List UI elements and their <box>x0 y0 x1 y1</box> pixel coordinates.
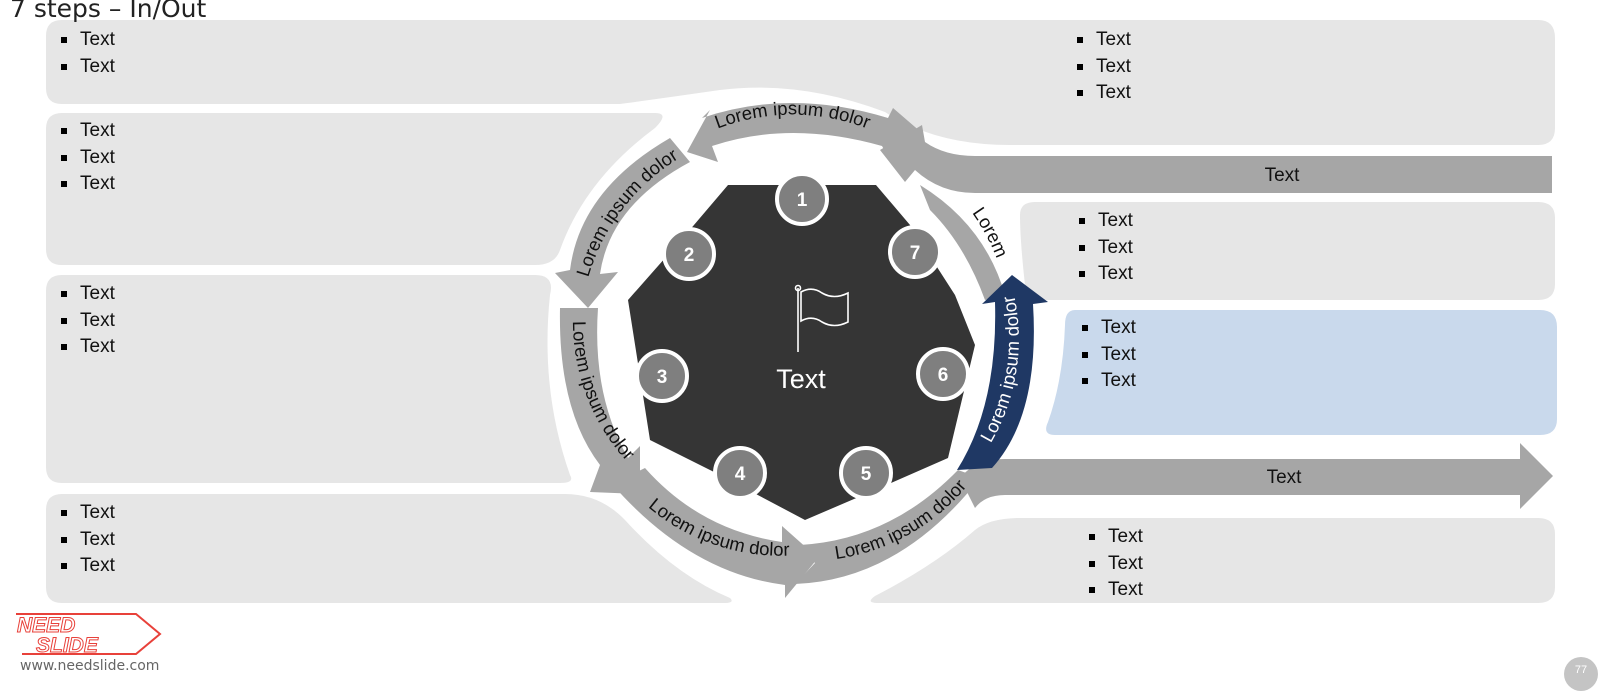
output-arrow-label: Text <box>1267 467 1303 488</box>
left-box-1: Text Text <box>58 27 115 80</box>
bullet-item: Text <box>58 54 115 81</box>
bullet-item: Text <box>1074 54 1131 81</box>
bullet-item: Text <box>1086 524 1143 551</box>
step-6: 6 <box>916 347 970 401</box>
bullet-item: Text <box>58 334 115 361</box>
right-box-2: Text Text Text <box>1076 208 1133 288</box>
step-7: 7 <box>888 225 942 279</box>
bullet-item: Text <box>1074 80 1131 107</box>
bullet-item: Text <box>58 118 115 145</box>
right-box-highlighted: Text Text Text <box>1079 315 1136 395</box>
right-panel-bottom <box>870 518 1555 603</box>
input-arrow-label: Text <box>1265 165 1301 186</box>
bullet-item: Text <box>1076 235 1133 262</box>
page-number: 77 <box>1564 657 1598 691</box>
page-title: 7 steps – In/Out <box>10 0 207 23</box>
bullet-item: Text <box>1076 261 1133 288</box>
output-arrow <box>960 443 1553 509</box>
svg-text:2: 2 <box>684 245 695 266</box>
bullet-item: Text <box>58 27 115 54</box>
arc-arrow-bottom-right <box>795 470 980 584</box>
bullet-item: Text <box>1074 27 1131 54</box>
left-panel-2 <box>46 113 663 265</box>
arc-arrow-bottom-left <box>612 468 818 598</box>
svg-text:1: 1 <box>797 190 808 211</box>
svg-text:4: 4 <box>735 464 746 485</box>
bullet-item: Text <box>1076 208 1133 235</box>
bullet-item: Text <box>58 527 115 554</box>
center-label: Text <box>776 364 826 394</box>
step-3: 3 <box>635 349 689 403</box>
step-circles: 1 2 3 4 5 6 7 <box>635 172 970 500</box>
arc-arrow-active <box>957 275 1048 470</box>
bullet-item: Text <box>58 553 115 580</box>
svg-text:6: 6 <box>938 365 949 386</box>
arc-arrow-upper-left <box>555 138 690 308</box>
logo-line-2: SLIDE <box>36 634 99 656</box>
arc-arrow-upper-right <box>920 185 1005 300</box>
left-box-3: Text Text Text <box>58 281 115 361</box>
bullet-item: Text <box>1086 551 1143 578</box>
hub-shape <box>628 185 975 520</box>
bullet-item: Text <box>58 171 115 198</box>
needslide-logo: NEED SLIDE <box>16 613 162 656</box>
bullet-item: Text <box>58 308 115 335</box>
arc-arrow-top <box>687 103 922 162</box>
left-panel-4 <box>46 494 732 603</box>
logo-line-1: NEED <box>17 614 75 637</box>
step-5: 5 <box>839 446 893 500</box>
step-1: 1 <box>775 172 829 226</box>
step-4: 4 <box>713 446 767 500</box>
svg-text:7: 7 <box>910 243 921 264</box>
bullet-item: Text <box>58 500 115 527</box>
right-box-top: Text Text Text <box>1074 27 1131 107</box>
bullet-item: Text <box>1086 577 1143 604</box>
bullet-item: Text <box>58 145 115 172</box>
bullet-item: Text <box>1079 368 1136 395</box>
central-hub: Text <box>628 185 975 520</box>
top-panel <box>46 20 1555 145</box>
right-panel-highlighted <box>1046 310 1557 435</box>
website-url: www.needslide.com <box>20 658 160 674</box>
right-panel-1 <box>1020 202 1555 300</box>
flag-icon <box>794 284 849 352</box>
svg-text:3: 3 <box>657 367 668 388</box>
arc-arrow-left <box>559 308 640 494</box>
svg-text:5: 5 <box>861 464 872 485</box>
ring-arrows <box>555 103 1048 598</box>
left-box-2: Text Text Text <box>58 118 115 198</box>
bullet-item: Text <box>1079 315 1136 342</box>
left-panel-3 <box>46 275 572 483</box>
right-box-bottom: Text Text Text <box>1086 524 1143 604</box>
input-arrow <box>880 125 1552 193</box>
bullet-item: Text <box>1079 342 1136 369</box>
left-box-4: Text Text Text <box>58 500 115 580</box>
step-2: 2 <box>662 227 716 281</box>
bullet-item: Text <box>58 281 115 308</box>
background-panels <box>46 20 1557 603</box>
